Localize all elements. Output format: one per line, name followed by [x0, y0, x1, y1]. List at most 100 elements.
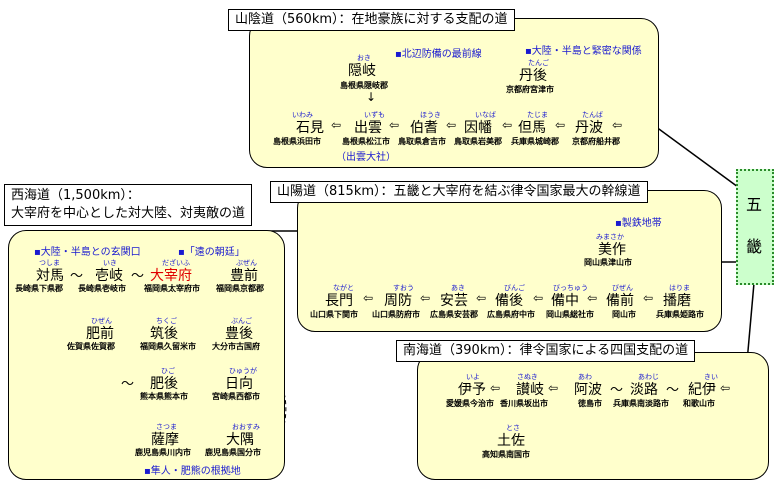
kii-arrow: ⇦ — [720, 381, 731, 395]
aki-city: 広島県安芸郡 — [430, 310, 478, 319]
tajima-ruby: たじま — [527, 111, 548, 119]
bingo-city: 広島県府中市 — [487, 310, 535, 319]
oki-izumo-arrow: ↓ — [366, 90, 377, 104]
osumi-ruby: おおすみ — [232, 423, 260, 431]
mimasaka-city: 岡山県津山市 — [584, 258, 632, 267]
sanyodo-note-iron: ▪製鉄地帯 — [615, 218, 662, 229]
tanba-city: 京都府船井郡 — [572, 137, 620, 146]
hyuga-name: 日向 — [225, 376, 253, 392]
sanindo-note-north: ▪北辺防備の最前線 — [395, 49, 482, 60]
inaba-name: 因幡 — [464, 120, 492, 136]
sanuki-city: 香川県坂出市 — [500, 399, 548, 408]
nagato-ruby: ながと — [333, 284, 354, 292]
kii-ruby: きい — [704, 373, 718, 381]
nagato-city: 山口県下関市 — [310, 310, 358, 319]
buzen-ruby: ぶぜん — [236, 259, 257, 267]
tsushima-city: 長崎県下県郡 — [15, 284, 63, 293]
bitchu-arrow: ⇦ — [587, 291, 598, 305]
bitchu-city: 岡山県総社市 — [546, 310, 594, 319]
izumo-name: 出雲 — [354, 120, 382, 136]
nankaido-panel — [417, 352, 769, 480]
kii-city: 和歌山市 — [683, 399, 715, 408]
sanuki-arrow: ⇦ — [548, 381, 559, 395]
nagato-name: 長門 — [325, 293, 353, 309]
saikaido-title-line1: 西海道（1,500km）： — [11, 188, 140, 203]
iyo-name: 伊予 — [458, 382, 486, 398]
bizen-city: 岡山市 — [612, 310, 636, 319]
nankaido-title: 南海道（390km）：律令国家による四国支配の道 — [396, 340, 696, 362]
nagato-arrow: ⇦ — [363, 291, 374, 305]
satsuma-name: 薩摩 — [151, 432, 179, 448]
tosa-city: 高知県南国市 — [482, 450, 530, 459]
tajima-arrow: ⇦ — [555, 118, 566, 132]
saikaido-note-court: ▪「遠の朝廷」 — [178, 247, 245, 258]
izumo-city: 島根県松江市 — [342, 137, 390, 146]
bizen-arrow: ⇦ — [643, 291, 654, 305]
higo-name: 肥後 — [150, 376, 178, 392]
tanba-arrow: ⇦ — [612, 118, 623, 132]
sanyodo-title: 山陽道（815km）：五畿と大宰府を結ぶ律令国家最大の幹線道 — [270, 181, 648, 203]
kii-name: 紀伊 — [688, 382, 716, 398]
inaba-city: 鳥取県岩美郡 — [454, 137, 502, 146]
dazaifu-ruby: だざいふ — [162, 259, 190, 267]
hyuga-ruby: ひゅうが — [229, 367, 257, 375]
iwami-ruby: いわみ — [292, 111, 313, 119]
inaba-ruby: いなば — [475, 111, 496, 119]
tajima-name: 但馬 — [518, 120, 546, 136]
arrow-to-sanindo — [646, 119, 739, 188]
chikugo-ruby: ちくご — [156, 317, 177, 325]
iyo-city: 愛媛県今治市 — [446, 399, 494, 408]
awa-city: 徳島市 — [578, 399, 602, 408]
awa-ruby: あわ — [578, 373, 592, 381]
hizen-higo-tilde: ～ — [121, 377, 135, 392]
iwami-city: 島根県浜田市 — [273, 137, 321, 146]
tsushima-iki-tilde: ～ — [70, 269, 84, 284]
awa-name: 阿波 — [574, 382, 602, 398]
iyo-arrow: ⇦ — [490, 381, 501, 395]
osumi-name: 大隅 — [226, 432, 254, 448]
hizen-ruby: ひぜん — [91, 317, 112, 325]
sanyodo-panel — [297, 190, 722, 332]
higo-ruby: ひご — [161, 367, 175, 375]
hizen-city: 佐賀県佐賀郡 — [67, 342, 115, 351]
higo-city: 熊本県熊本市 — [140, 392, 188, 401]
suo-city: 山口県防府市 — [372, 310, 420, 319]
awaji-name: 淡路 — [630, 382, 658, 398]
bungo-ruby: ぶんご — [231, 317, 252, 325]
mimasaka-ruby: みまさか — [596, 233, 624, 241]
buzen-name: 豊前 — [230, 268, 258, 284]
satsuma-ruby: さつま — [156, 423, 177, 431]
awaji-city: 兵庫県南淡路市 — [613, 399, 669, 408]
awaji-kii-tilde: ～ — [666, 383, 680, 398]
harima-name: 播磨 — [663, 293, 691, 309]
inaba-arrow: ⇦ — [502, 118, 513, 132]
bitchu-name: 備中 — [551, 293, 579, 309]
dazaifu-name: 大宰府 — [150, 268, 192, 284]
oki-ruby: おき — [357, 54, 371, 62]
iwami-name: 石見 — [296, 120, 324, 136]
bungo-city: 大分市古国府 — [212, 342, 260, 351]
tanba-ruby: たんば — [582, 111, 603, 119]
sanindo-note-east: ▪大陸・半島と緊密な関係 — [525, 46, 642, 57]
saikaido-title-line2: 大宰府を中心とした対大陸、対夷敵の道 — [11, 206, 246, 221]
iki-dazaifu-tilde: ～ — [131, 269, 145, 284]
aki-ruby: あき — [451, 284, 465, 292]
awaji-ruby: あわじ — [638, 373, 659, 381]
iki-ruby: いき — [103, 259, 117, 267]
hoki-arrow: ⇦ — [446, 118, 457, 132]
harima-city: 兵庫県姫路市 — [656, 310, 704, 319]
buzen-city: 福岡県京都郡 — [216, 284, 264, 293]
izumo-taisha: （出雲大社） — [336, 152, 396, 163]
bungo-name: 豊後 — [225, 326, 253, 342]
suo-ruby: すおう — [393, 284, 414, 292]
mimasaka-name: 美作 — [598, 242, 626, 258]
saikaido-note-hayato: ▪隼人・肥熊の根拠地 — [144, 466, 241, 477]
sanindo-panel — [249, 18, 659, 168]
izumo-arrow: ⇦ — [389, 118, 400, 132]
bingo-ruby: びんご — [504, 284, 525, 292]
tajima-city: 兵庫県城崎郡 — [511, 137, 559, 146]
iyo-ruby: いよ — [466, 373, 480, 381]
harima-ruby: はりま — [669, 284, 690, 292]
sanuki-name: 讃岐 — [516, 382, 544, 398]
sanuki-ruby: さぬき — [517, 373, 538, 381]
